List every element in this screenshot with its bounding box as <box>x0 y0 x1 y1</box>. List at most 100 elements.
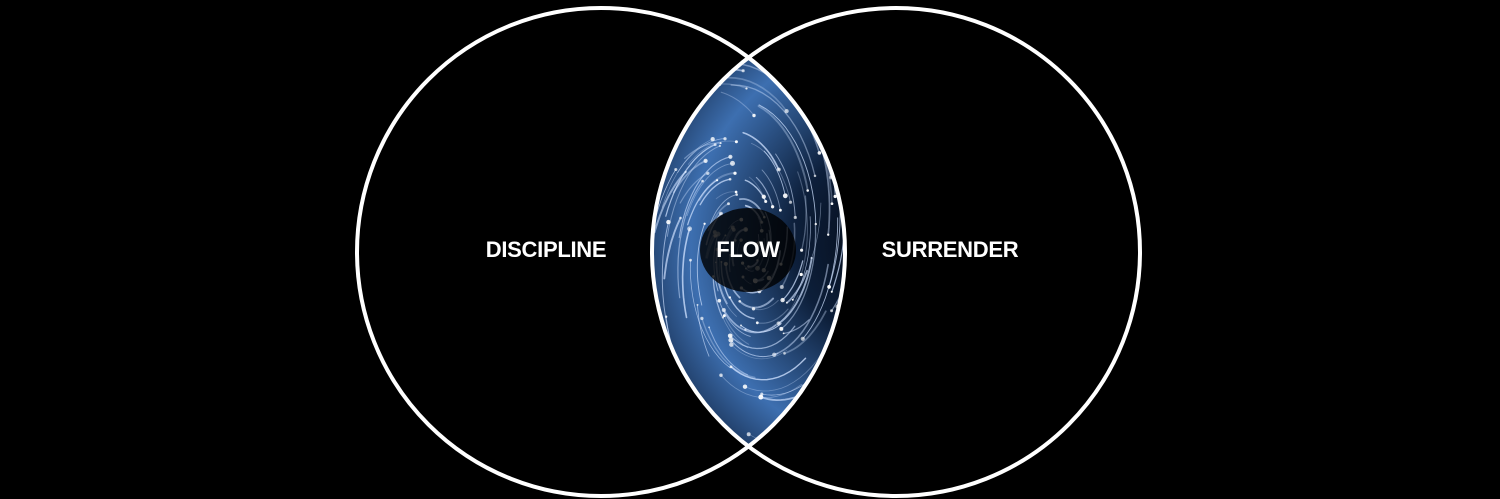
swirl-star <box>729 342 734 347</box>
swirl-streak <box>763 150 786 197</box>
surrender-label: SURRENDER <box>882 237 1019 262</box>
swirl-star <box>780 297 785 303</box>
swirl-star <box>830 290 833 293</box>
swirl-star <box>728 337 734 343</box>
swirl-star <box>742 384 748 389</box>
swirl-streak <box>730 84 816 177</box>
swirl-streak <box>775 153 796 218</box>
swirl-streak <box>686 162 733 217</box>
swirl-streak <box>696 223 706 306</box>
swirl-streak <box>729 296 755 320</box>
swirl-star <box>733 171 737 175</box>
swirl-streak <box>672 160 707 194</box>
swirl-star <box>728 154 733 159</box>
swirl-streak <box>742 131 780 171</box>
swirl-streak <box>786 269 808 304</box>
swirl-star <box>741 69 745 73</box>
swirl-star <box>817 151 822 155</box>
swirl-star <box>776 167 781 172</box>
swirl-star <box>729 365 733 369</box>
swirl-streak <box>707 194 738 232</box>
swirl-star <box>799 272 803 277</box>
swirl-star <box>700 316 704 321</box>
swirl-streak <box>699 178 731 206</box>
swirl-streak <box>663 217 682 280</box>
swirl-star <box>728 296 732 299</box>
swirl-streak <box>755 176 774 208</box>
swirl-star <box>791 298 794 301</box>
swirl-star <box>833 194 837 199</box>
swirl-streak <box>666 145 721 237</box>
swirl-streak <box>730 339 779 358</box>
swirl-star <box>706 171 710 176</box>
swirl-star <box>827 285 831 289</box>
swirl-star <box>745 87 748 90</box>
swirl-star <box>824 144 828 148</box>
swirl-star <box>827 233 830 236</box>
swirl-star <box>800 248 804 252</box>
swirl-streak <box>722 309 777 334</box>
swirl-star <box>793 215 797 220</box>
swirl-streak <box>731 344 788 360</box>
swirl-streak <box>687 179 718 226</box>
swirl-streak <box>851 192 871 280</box>
swirl-streak <box>773 263 829 356</box>
swirl-streak <box>792 216 811 301</box>
swirl-star <box>831 359 837 365</box>
swirl-streak <box>781 260 804 301</box>
swirl-star <box>752 113 756 118</box>
swirl-star <box>813 174 817 178</box>
swirl-star <box>784 108 789 114</box>
swirl-star <box>735 193 738 196</box>
swirl-star <box>696 303 699 306</box>
swirl-streak <box>681 227 691 319</box>
swirl-star <box>761 194 766 199</box>
swirl-star <box>722 314 726 318</box>
swirl-streak <box>718 300 751 337</box>
swirl-streak <box>830 238 845 312</box>
surrender-circle <box>650 6 1142 498</box>
swirl-star <box>730 160 735 166</box>
swirl-streak <box>677 138 726 173</box>
swirl-streak <box>677 180 704 299</box>
swirl-streak <box>802 217 839 340</box>
swirl-star <box>734 140 738 144</box>
swirl-star <box>703 222 706 225</box>
swirl-streak <box>665 143 716 217</box>
swirl-star <box>785 301 788 304</box>
swirl-star <box>779 284 784 290</box>
swirl-star <box>782 332 785 335</box>
swirl-star <box>727 202 730 206</box>
swirl-star <box>714 65 719 71</box>
swirl-star <box>764 199 768 204</box>
swirl-star <box>723 137 727 141</box>
swirl-star <box>819 395 822 398</box>
swirl-star <box>806 189 809 192</box>
swirl-star <box>734 190 738 194</box>
swirl-star <box>782 193 788 199</box>
swirl-star <box>758 394 764 400</box>
swirl-streak <box>738 297 775 309</box>
discipline-circle <box>355 6 847 498</box>
swirl-star <box>721 316 725 319</box>
swirl-star <box>855 234 858 237</box>
swirl-streak <box>689 259 730 368</box>
swirl-star <box>770 205 775 209</box>
swirl-streak <box>723 315 750 345</box>
swirl-star <box>738 299 742 303</box>
swirl-core <box>700 208 796 292</box>
swirl-streak <box>782 319 810 335</box>
swirl-star <box>719 373 723 377</box>
swirl-star <box>783 352 786 355</box>
swirl-star <box>718 144 722 147</box>
swirl-streak <box>687 140 737 165</box>
swirl-star <box>640 211 645 216</box>
swirl-streak <box>720 91 755 117</box>
swirl-star <box>751 307 756 311</box>
swirl-star <box>760 392 764 396</box>
swirl-streak <box>757 105 809 192</box>
swirl-streak <box>800 195 807 251</box>
swirl-star <box>701 179 704 183</box>
swirl-star <box>857 235 859 237</box>
swirl-streak <box>761 169 781 211</box>
